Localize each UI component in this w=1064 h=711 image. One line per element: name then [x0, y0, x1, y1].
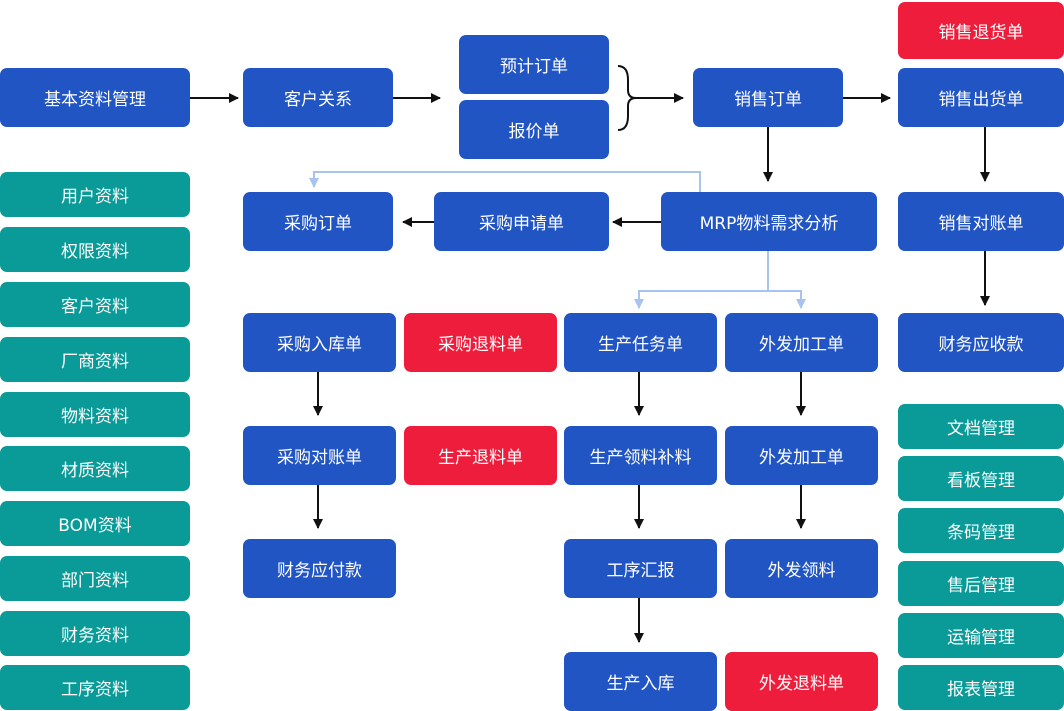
- link-mrp-to-po: [309, 171, 701, 192]
- production-return-node[interactable]: 生产退料单: [404, 426, 557, 485]
- production-issue-node[interactable]: 生产领料补料: [564, 426, 717, 485]
- sales-reconciliation-node[interactable]: 销售对账单: [898, 192, 1064, 251]
- purchase-order-node[interactable]: 采购订单: [243, 192, 393, 251]
- brace: [617, 65, 637, 131]
- production-receipt-node[interactable]: 生产入库: [564, 652, 717, 711]
- process-report-node[interactable]: 工序汇报: [564, 539, 717, 598]
- purchase-return-node[interactable]: 采购退料单: [404, 313, 557, 372]
- outsource-order-node[interactable]: 外发加工单: [725, 426, 878, 485]
- module-item[interactable]: 售后管理: [898, 561, 1064, 606]
- base-data-item[interactable]: 客户资料: [0, 282, 190, 327]
- module-item[interactable]: 运输管理: [898, 613, 1064, 658]
- base-data-item[interactable]: 厂商资料: [0, 337, 190, 382]
- quotation-node[interactable]: 报价单: [459, 100, 609, 159]
- module-item[interactable]: 看板管理: [898, 456, 1064, 501]
- sales-order-node[interactable]: 销售订单: [693, 68, 843, 127]
- receivables-node[interactable]: 财务应收款: [898, 313, 1064, 372]
- outsource-return-node[interactable]: 外发退料单: [725, 652, 878, 711]
- sales-return-node[interactable]: 销售退货单: [898, 2, 1064, 59]
- mrp-analysis-node[interactable]: MRP物料需求分析: [661, 192, 877, 251]
- purchase-receipt-node[interactable]: 采购入库单: [243, 313, 396, 372]
- customer-relations-node[interactable]: 客户关系: [243, 68, 393, 127]
- production-task-node[interactable]: 生产任务单: [564, 313, 717, 372]
- link-mrp-to-outsource: [768, 290, 806, 309]
- purchase-request-node[interactable]: 采购申请单: [434, 192, 609, 251]
- base-data-item[interactable]: 物料资料: [0, 392, 190, 437]
- basic-data-mgmt-node[interactable]: 基本资料管理: [0, 68, 190, 127]
- base-data-item[interactable]: 材质资料: [0, 446, 190, 491]
- purchase-reconciliation-node[interactable]: 采购对账单: [243, 426, 396, 485]
- base-data-item[interactable]: BOM资料: [0, 501, 190, 546]
- outsource-issue-node[interactable]: 外发领料: [725, 539, 878, 598]
- base-data-item[interactable]: 部门资料: [0, 556, 190, 601]
- sales-delivery-node[interactable]: 销售出货单: [898, 68, 1064, 127]
- payables-node[interactable]: 财务应付款: [243, 539, 396, 598]
- base-data-item[interactable]: 权限资料: [0, 227, 190, 272]
- module-item[interactable]: 条码管理: [898, 508, 1064, 553]
- planned-order-node[interactable]: 预计订单: [459, 35, 609, 94]
- base-data-item[interactable]: 用户资料: [0, 172, 190, 217]
- base-data-item[interactable]: 工序资料: [0, 665, 190, 710]
- module-item[interactable]: 文档管理: [898, 404, 1064, 449]
- outsource-order-node[interactable]: 外发加工单: [725, 313, 878, 372]
- base-data-item[interactable]: 财务资料: [0, 611, 190, 656]
- module-item[interactable]: 报表管理: [898, 665, 1064, 710]
- link-mrp-to-task: [634, 251, 769, 309]
